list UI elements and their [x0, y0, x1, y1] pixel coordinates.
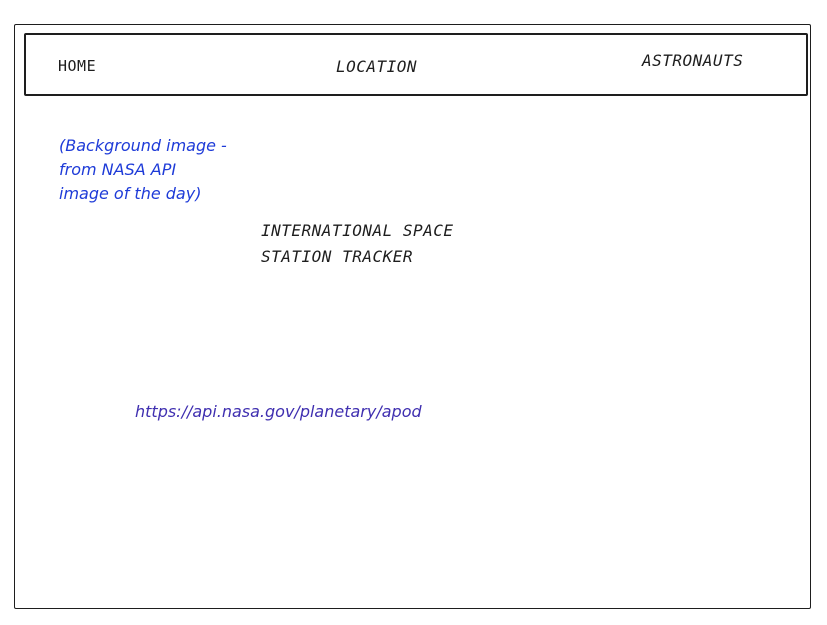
nav-location-link[interactable]: LOCATION — [336, 57, 418, 76]
page-title-line-2: STATION TRACKER — [261, 247, 413, 266]
navbar: HOME LOCATION ASTRONAUTS — [24, 33, 808, 96]
background-image-note: (Background image - from NASA API image … — [59, 136, 227, 203]
nav-astronauts-link[interactable]: ASTRONAUTS — [642, 51, 744, 70]
page-title: INTERNATIONAL SPACE STATION TRACKER — [261, 218, 454, 270]
nasa-apod-api-link[interactable]: https://api.nasa.gov/planetary/apod — [135, 402, 422, 421]
page-frame — [14, 24, 811, 609]
nav-home-link[interactable]: HOME — [58, 57, 97, 75]
page-title-line-1: INTERNATIONAL SPACE — [261, 221, 454, 240]
